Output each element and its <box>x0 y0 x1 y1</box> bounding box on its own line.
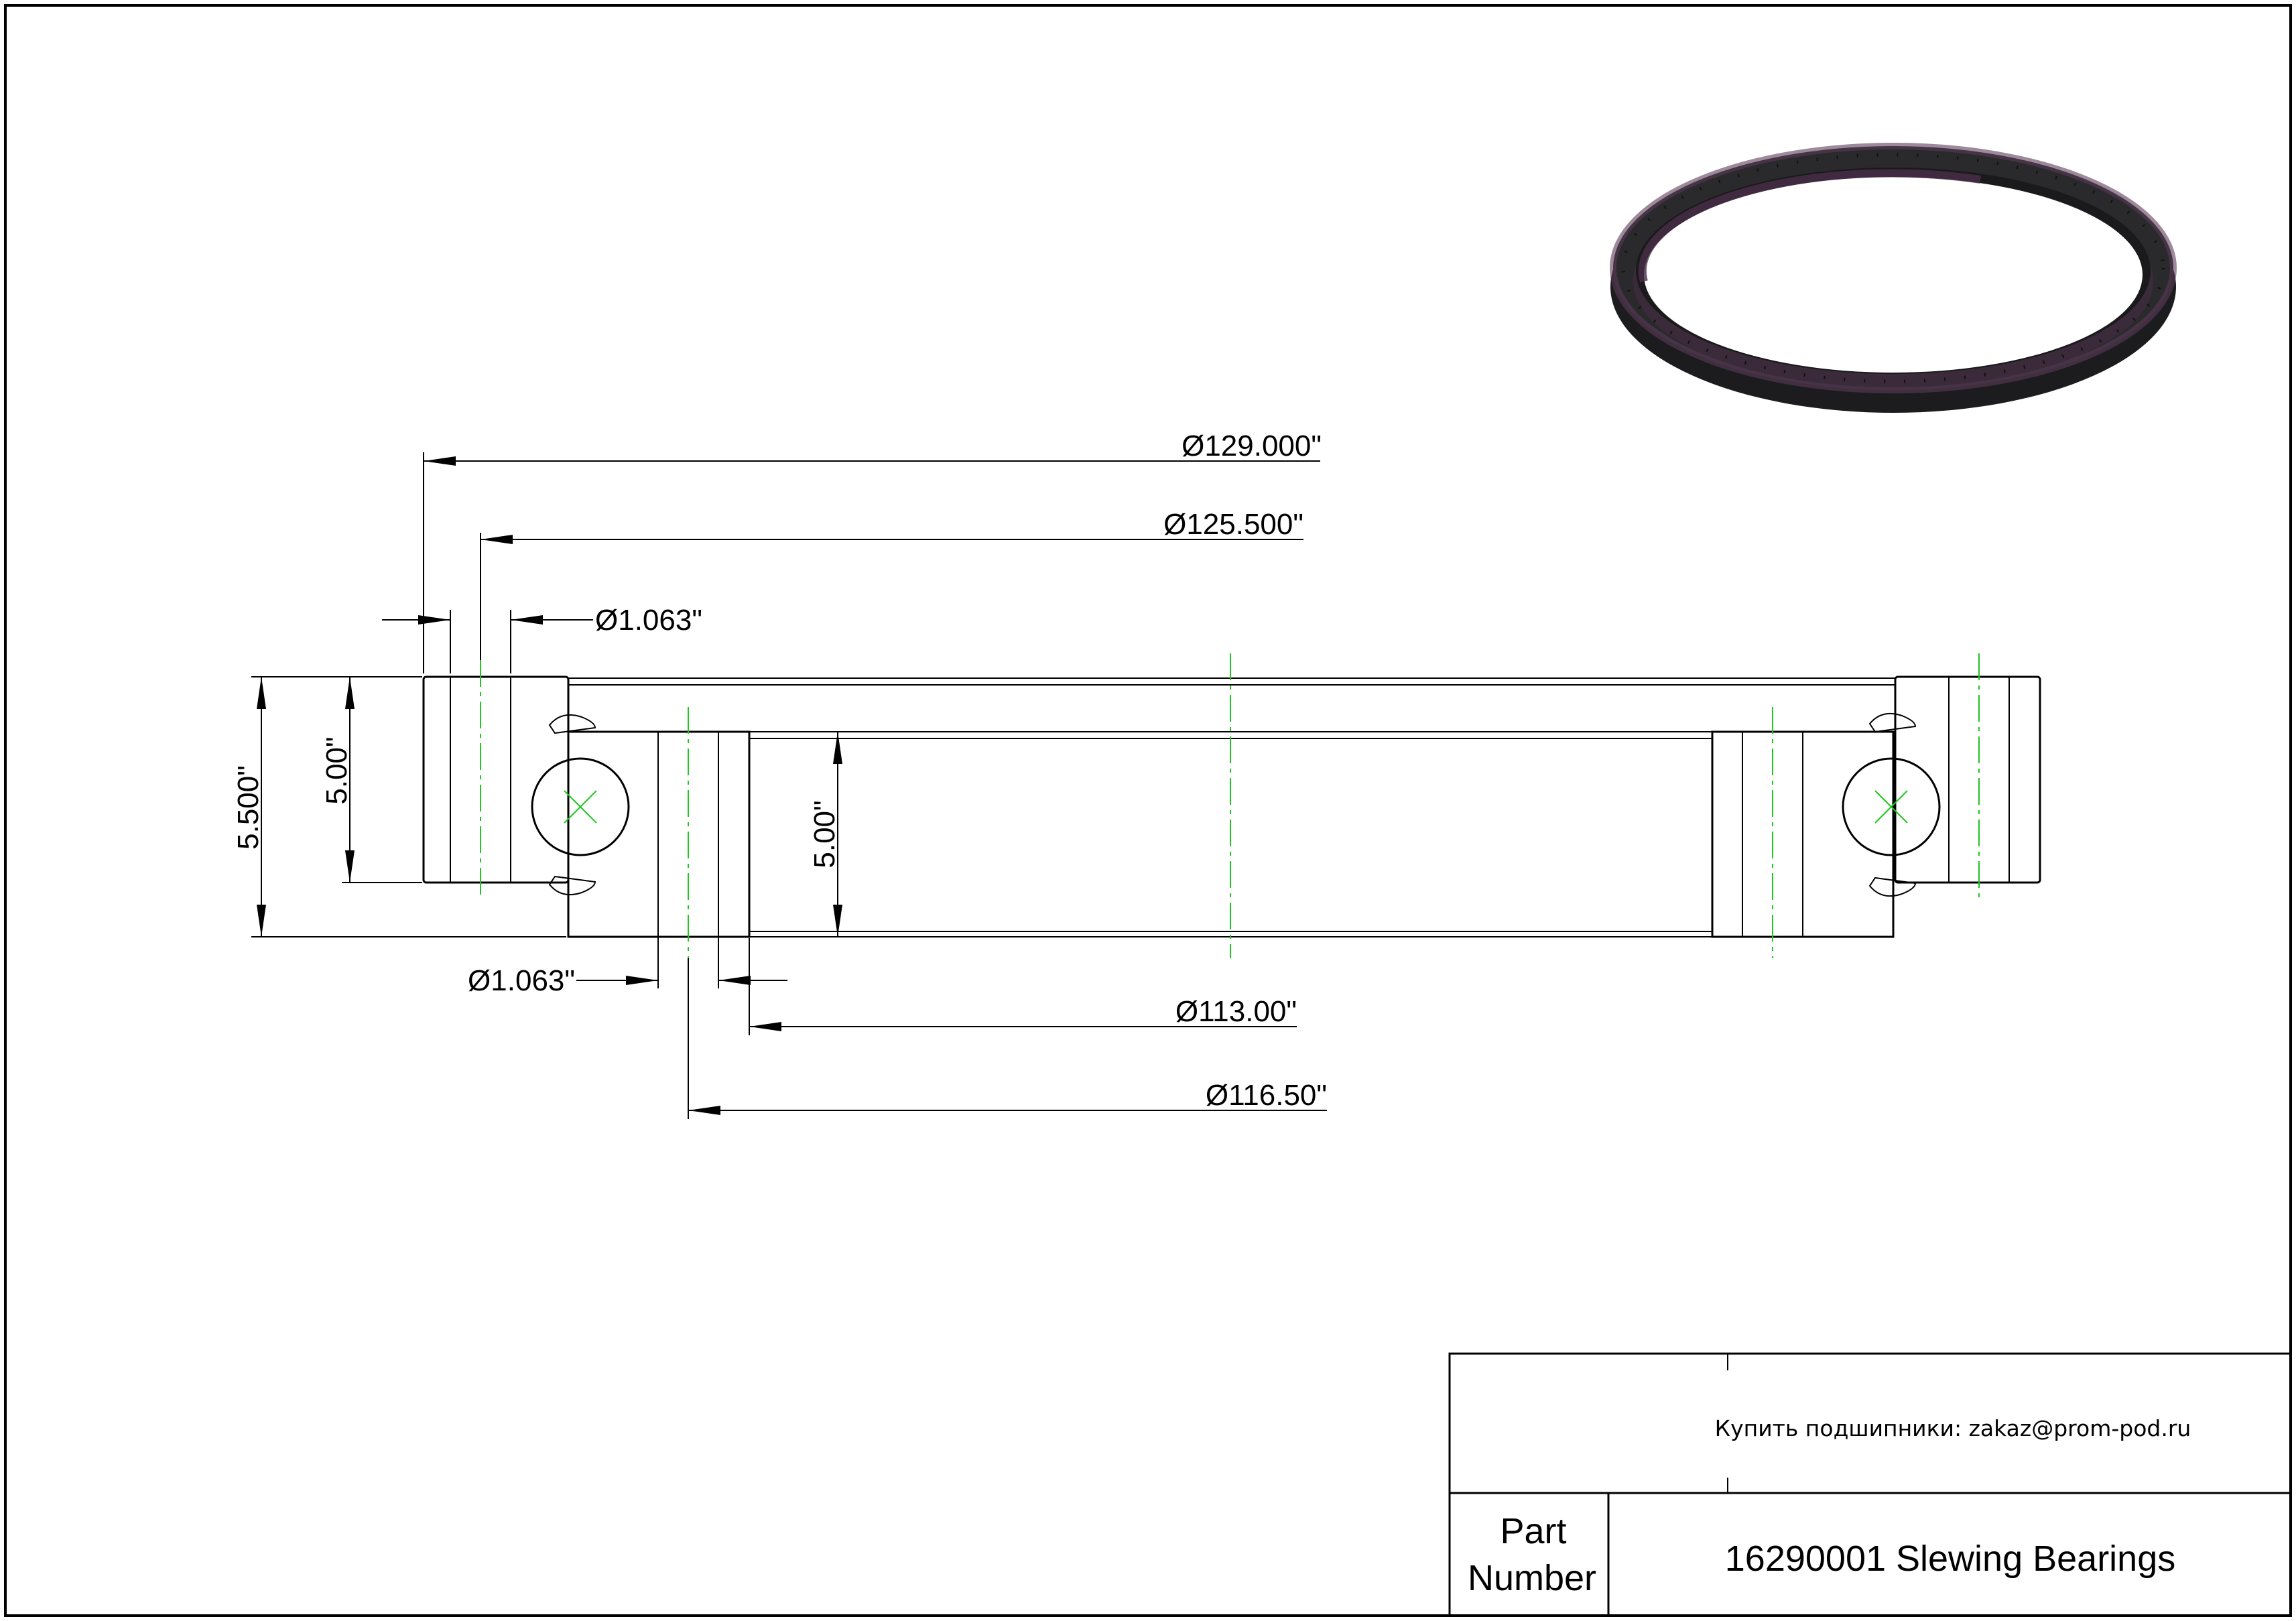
buy-text: Купить подшипники: zakaz@prom-pod.ru <box>1715 1415 2191 1441</box>
dim-hole-outer: Ø1.063" <box>595 604 702 637</box>
dim-inner-ring-height: 5.00" <box>808 800 841 868</box>
part-label-line1: Part <box>1500 1511 1566 1551</box>
part-number: 16290001 Slewing Bearings <box>1725 1539 2176 1579</box>
outer-ring-left <box>422 675 570 884</box>
dim-overall-height: 5.500" <box>232 765 265 850</box>
dim-bolt-circle-inner: Ø116.50" <box>1206 1079 1327 1112</box>
sheet-border <box>4 4 2292 1617</box>
outer-ring-right <box>1894 675 2041 884</box>
dimensions: Ø129.000" Ø125.500" Ø1.063" 5.500" 5.00"… <box>232 430 1327 1119</box>
ball-right <box>1842 757 1941 856</box>
dim-hole-inner: Ø1.063" <box>468 964 575 997</box>
title-block: Купить подшипники: zakaz@prom-pod.ru Par… <box>1448 1352 2292 1617</box>
part-label-line2: Number <box>1468 1558 1596 1598</box>
dim-outer-diameter: Ø129.000" <box>1182 430 1322 462</box>
ball-left <box>531 757 630 856</box>
bearing-3d-render <box>1610 143 2177 413</box>
dim-bolt-circle-outer: Ø125.500" <box>1163 508 1303 541</box>
dim-outer-ring-height: 5.00" <box>320 736 353 804</box>
bearing-section-view <box>422 653 2041 958</box>
dim-inner-diameter: Ø113.00" <box>1175 995 1297 1028</box>
